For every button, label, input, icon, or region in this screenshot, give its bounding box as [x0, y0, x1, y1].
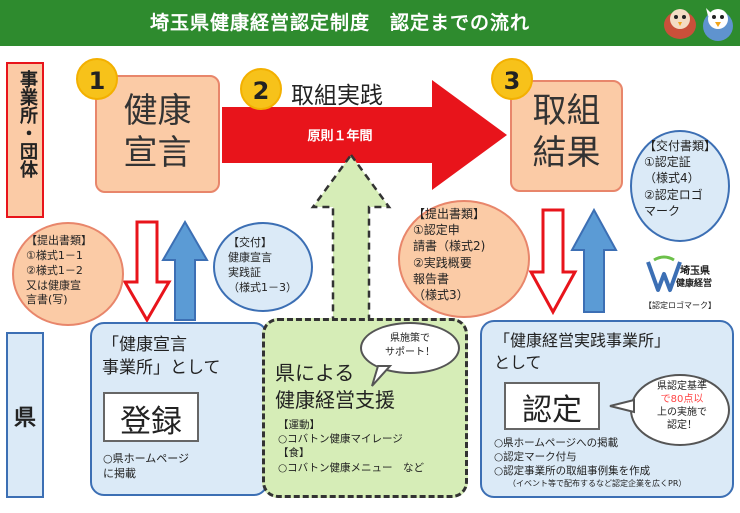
page-title: 埼玉県健康経営認定制度 認定までの流れ	[149, 12, 530, 34]
submit3-line: 報告書	[413, 271, 450, 286]
certification-heading-line: 「健康経営実践事業所」	[494, 331, 671, 350]
submit1-line: 又は健康宣	[26, 278, 81, 292]
registration-heading-line: 事業所」として	[102, 357, 221, 378]
title-bar	[0, 0, 740, 46]
issue1-text: 【交付】 健康宣言 実践証 （様式1－3）	[228, 236, 310, 295]
support-callout-line: 県施策で	[390, 333, 430, 344]
issue1-bubble	[213, 222, 313, 312]
step3-box	[510, 80, 623, 192]
support-callout	[360, 322, 460, 374]
submit1-line: 言書(写)	[26, 293, 68, 307]
submit3-title: 【提出書類】	[413, 207, 486, 221]
registration-notes: ○県ホームページ に掲載	[103, 452, 253, 482]
step1-label-line2: 宣言	[123, 133, 192, 173]
certification-note: ○認定事業所の取組事例集を作成	[494, 465, 651, 478]
issue3-line: （様式4）	[644, 171, 700, 186]
support-heading: 県による 健康経営支援	[275, 360, 455, 414]
issue3-title: 【交付書類】	[644, 139, 717, 153]
step2-badge: 2	[240, 68, 282, 110]
submit1-text: 【提出書類】 ①様式1－1 ②様式1－2 又は健康宣 言書(写)	[26, 234, 122, 308]
submit3-line: 請書（様式2)	[413, 239, 486, 254]
certification-callout	[630, 374, 730, 446]
registration-stamp: 登録	[120, 404, 182, 440]
submit3-line: ①認定申	[413, 223, 460, 238]
submit3-line: ②実践概要	[413, 255, 472, 270]
certification-note: ○認定マーク付与	[494, 451, 577, 464]
submit1-line: ②様式1－2	[26, 263, 83, 277]
issue1-line: 健康宣言	[228, 250, 272, 264]
step3-down-arrow	[528, 208, 578, 316]
issue1-title: 【交付】	[228, 236, 272, 249]
registration-heading-line: 「健康宣言	[102, 335, 187, 355]
certification-callout-text: 県認定基準 で80点以 上の実施で 認定！	[640, 380, 724, 432]
support-callout-tail	[371, 365, 393, 387]
submit1-line: ①様式1－1	[26, 248, 83, 262]
step1-down-arrow	[122, 220, 172, 323]
submit3-line: （様式3）	[413, 287, 469, 302]
issue3-line: マーク	[644, 203, 681, 218]
step3-up-arrow	[570, 207, 618, 313]
certification-notes: ○県ホームページへの掲載 ○認定マーク付与 ○認定事業所の取組事例集を作成 （イ…	[494, 436, 730, 489]
submit3-text: 【提出書類】 ①認定申 請書（様式2) ②実践概要 報告書 （様式3）	[413, 206, 523, 303]
support-items: 【運動】 ○コバトン健康マイレージ 【食】 ○コバトン健康メニュー など	[278, 418, 463, 475]
mascot-bird-icon	[664, 9, 696, 39]
support-item: 【食】	[278, 447, 310, 460]
issue1-line: （様式1－3）	[228, 280, 297, 294]
step1-label-line1: 健康	[123, 91, 192, 131]
registration-stamp-box	[103, 392, 199, 442]
step3-badge: 3	[491, 58, 533, 100]
step3-label-line2: 結果	[532, 133, 601, 173]
certification-note: ○県ホームページへの掲載	[494, 437, 619, 449]
pref-label: 県	[13, 406, 36, 431]
certification-heading-line: として	[494, 352, 542, 372]
certification-callout-line: 上の実施で	[657, 407, 707, 418]
step1-up-arrow	[161, 220, 209, 321]
submit3-bubble	[398, 200, 530, 318]
pref-label-box	[6, 332, 44, 498]
certification-callout-line: 認定！	[667, 420, 697, 431]
logo-text-2: 健康経営	[676, 279, 713, 289]
support-up-arrow	[310, 152, 392, 327]
submit1-bubble	[12, 222, 124, 326]
support-item: ○コバトン健康メニュー など	[278, 461, 424, 474]
support-heading-line: 健康経営支援	[275, 388, 395, 412]
certification-stamp-box	[504, 382, 600, 430]
support-item: ○コバトン健康マイレージ	[278, 433, 403, 446]
certification-callout-line: 県認定基準	[657, 381, 707, 392]
support-heading-line: 県による	[275, 361, 355, 385]
org-label: 事業所・団体	[17, 70, 38, 178]
registration-heading: 「健康宣言 事業所」として	[102, 334, 262, 380]
logo-text-1: 埼玉県	[680, 266, 710, 277]
step2-arrow	[222, 80, 507, 190]
certification-stamp: 認定	[522, 393, 582, 428]
step3-label-line1: 取組	[532, 91, 601, 131]
registration-note: ○県ホームページ	[103, 452, 190, 465]
support-callout-line: サポート！	[385, 346, 435, 358]
issue3-text: 【交付書類】 ①認定証 （様式4） ②認定ロゴ マーク	[644, 138, 726, 219]
logo-caption: 【認定ロゴマーク】	[644, 301, 716, 310]
certification-logo-icon	[646, 255, 682, 292]
org-label-box	[6, 62, 44, 218]
mascot-kobaton-icon	[703, 8, 733, 41]
issue1-line: 実践証	[228, 265, 261, 279]
support-callout-text: 県施策で サポート！	[362, 332, 458, 359]
certification-heading: 「健康経営実践事業所」 として	[494, 330, 724, 373]
issue3-bubble	[630, 130, 730, 242]
step1-box	[95, 75, 220, 193]
certification-footnote: （イベント等で配布するなど認定企業を広くPR）	[508, 478, 687, 488]
step2-arrow-text: 原則１年間	[307, 129, 373, 144]
issue3-line: ①認定証	[644, 155, 691, 170]
registration-note: に掲載	[103, 466, 136, 480]
issue3-line: ②認定ロゴ	[644, 187, 703, 202]
certification-callout-tail	[609, 398, 635, 414]
step2-label: 取組実践	[291, 83, 383, 109]
submit1-title: 【提出書類】	[26, 234, 92, 247]
support-item: 【運動】	[278, 419, 320, 431]
step1-badge: 1	[76, 58, 118, 100]
certification-callout-line: で80点以	[660, 394, 704, 405]
